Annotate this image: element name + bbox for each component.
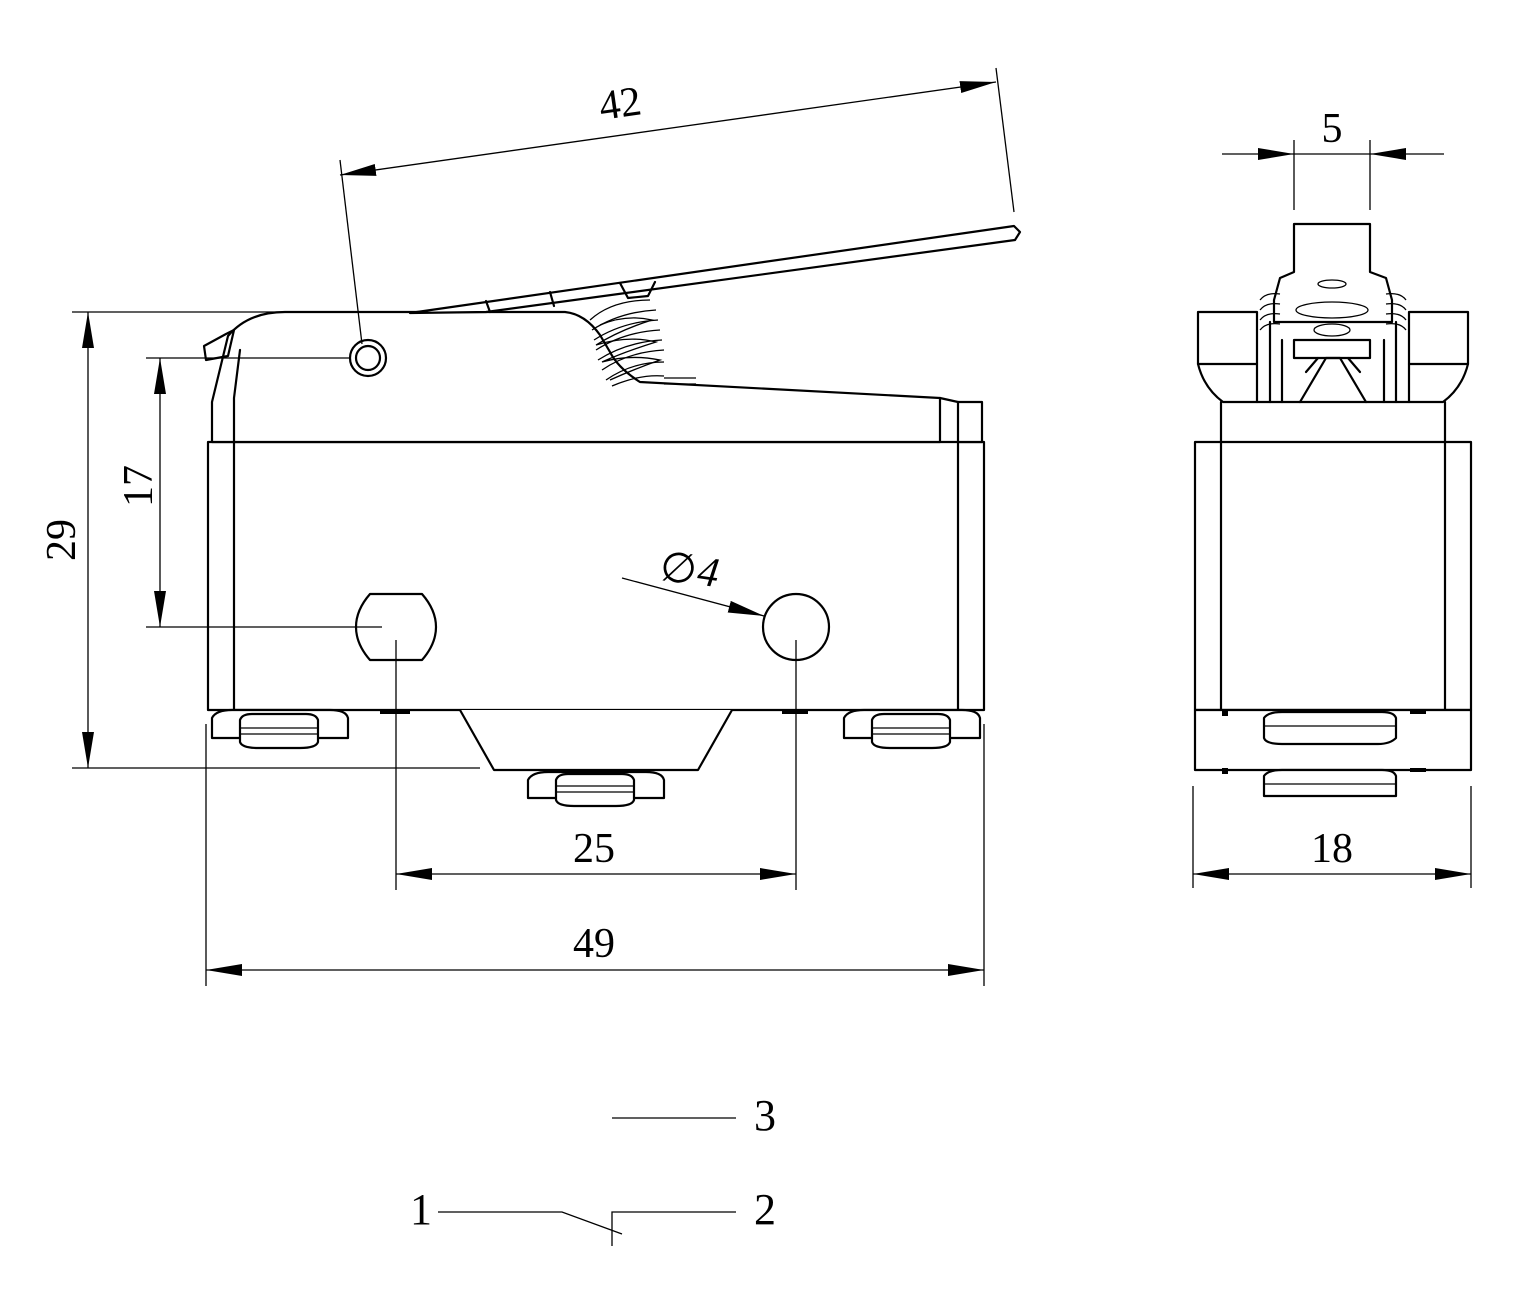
terminal-screw-right (842, 708, 982, 750)
dim-hole-diameter-symbol: ∅ (657, 544, 700, 595)
dim-total-height: 29 (39, 519, 85, 561)
actuator-housing (210, 310, 942, 444)
dim-lever-length: 42 (596, 78, 644, 129)
side-terminal-screw-lower (1262, 768, 1398, 798)
terminal-screw-left (210, 708, 350, 750)
side-dimensions: 5 18 (1192, 106, 1472, 888)
actuator-lever (408, 224, 1022, 315)
mounting-hole-left (354, 592, 438, 662)
dim-body-depth: 18 (1311, 826, 1353, 872)
dim-hole-height: 17 (116, 465, 162, 507)
dim-body-width: 49 (573, 921, 615, 967)
terminal-label-1: 1 (410, 1185, 432, 1234)
dim-plunger-width: 5 (1322, 106, 1343, 152)
dim-hole-spacing: 25 (573, 826, 615, 872)
bottom-boss (459, 709, 733, 772)
return-spring (589, 299, 696, 387)
terminal-screw-bottom (526, 770, 666, 808)
side-housing (1193, 440, 1473, 712)
terminal-label-2: 2 (754, 1185, 776, 1234)
side-terminal-screw-upper (1262, 710, 1398, 746)
front-housing (206, 440, 986, 712)
contact-schematic: 3 1 2 (410, 1091, 776, 1246)
terminal-2-line (611, 1211, 736, 1246)
side-view (1193, 222, 1473, 798)
front-view (202, 224, 1022, 808)
terminal-label-3: 3 (754, 1091, 776, 1140)
terminal-1-contact (438, 1211, 623, 1235)
front-dimensions: 42 29 17 ∅ 4 25 49 (39, 67, 1015, 986)
plunger (1272, 222, 1394, 324)
